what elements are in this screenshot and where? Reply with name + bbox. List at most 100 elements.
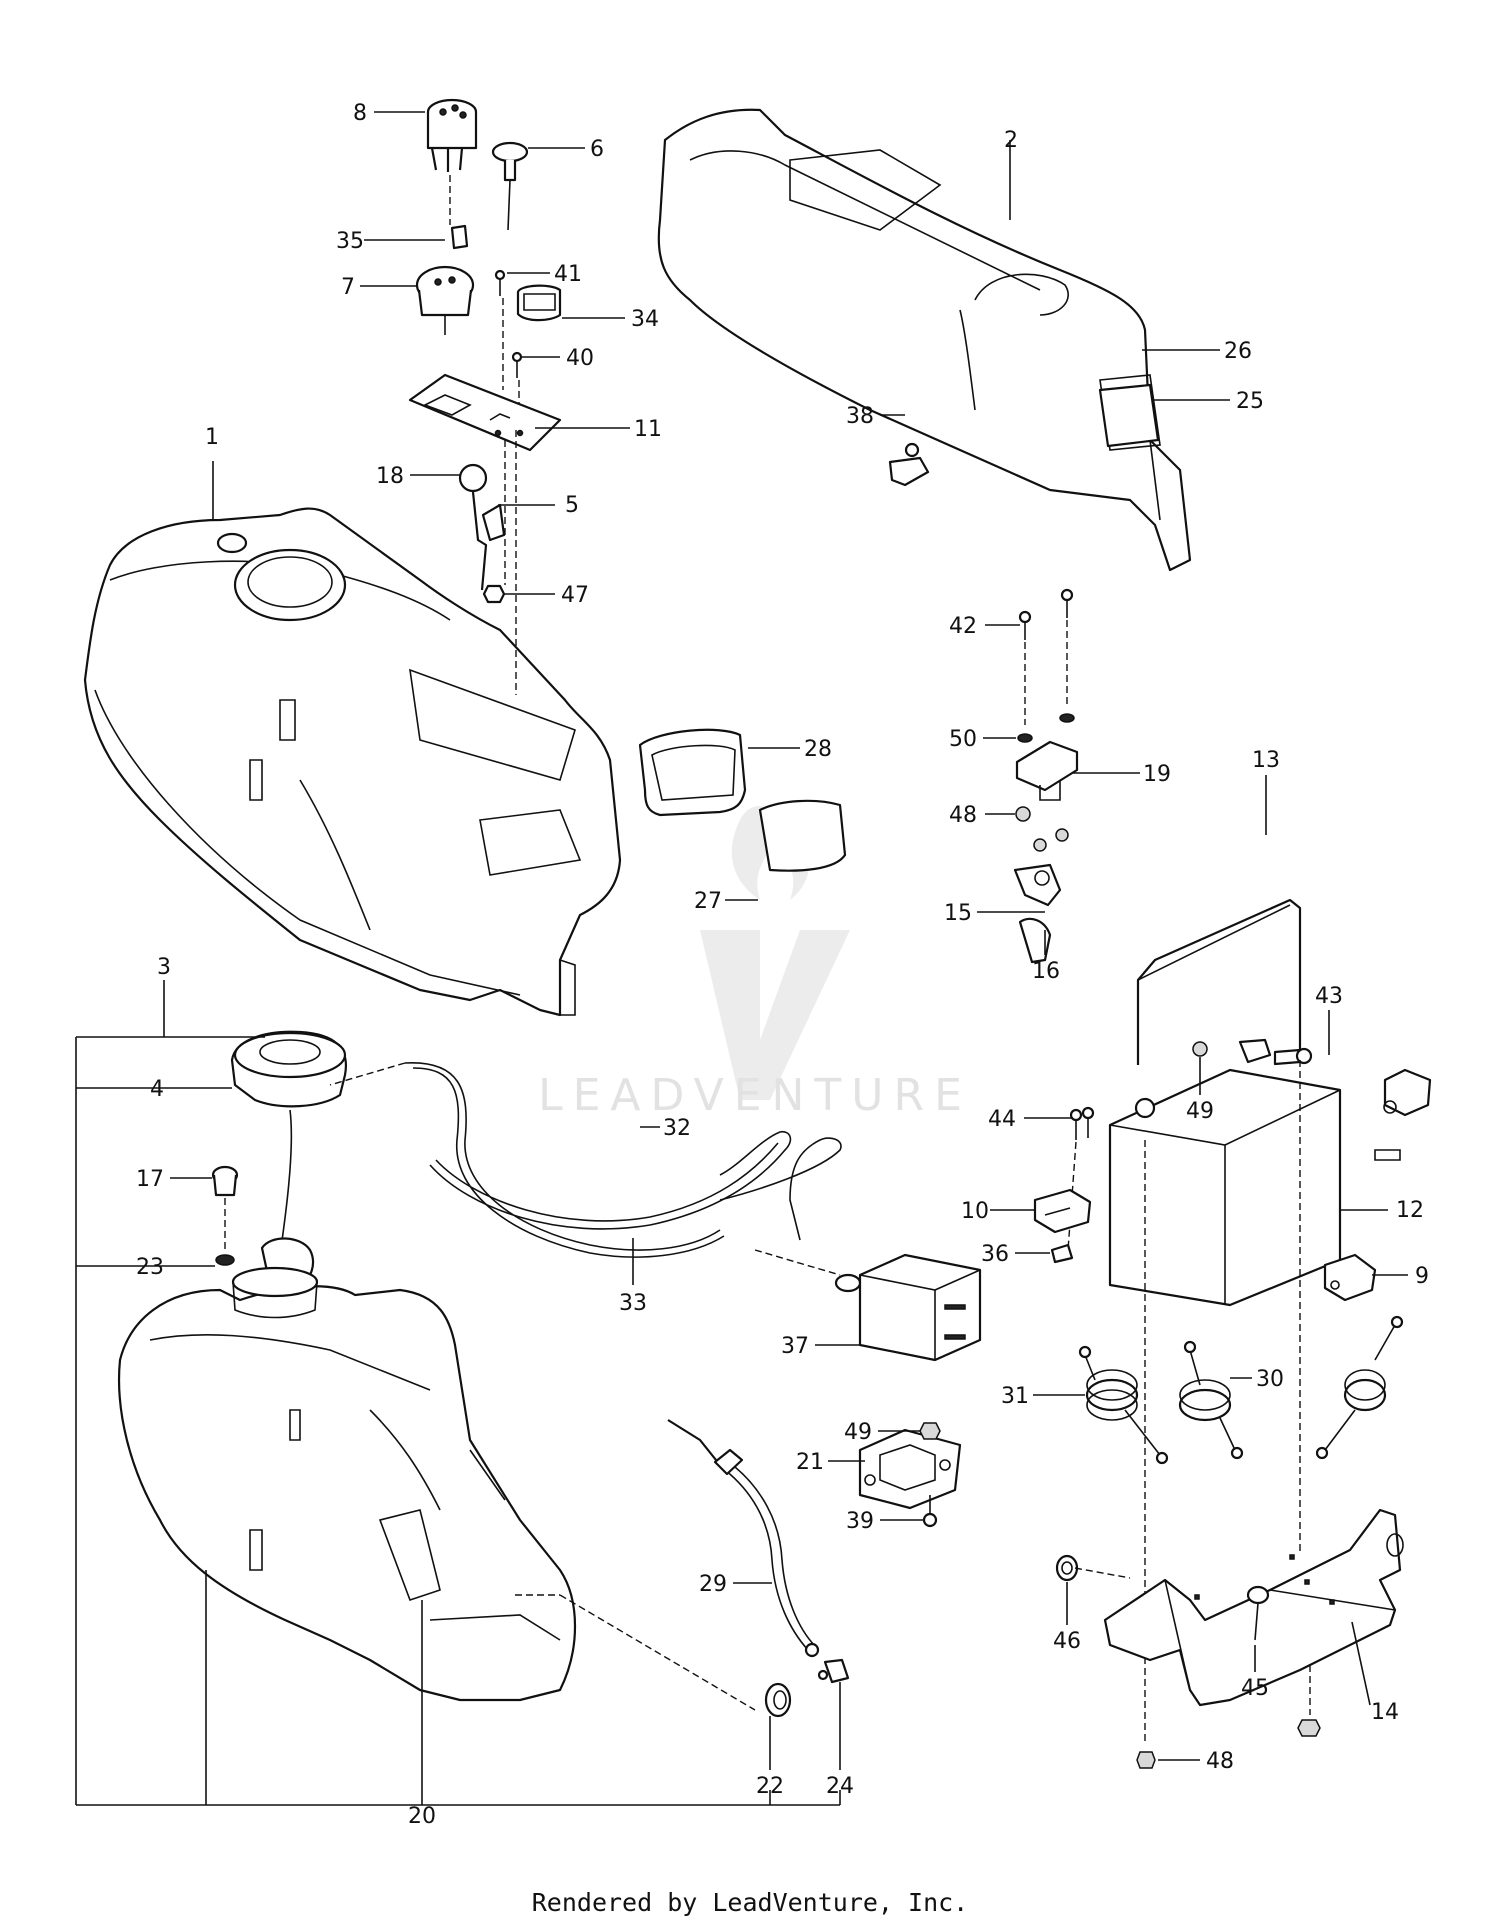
part-17-vent xyxy=(211,1165,239,1197)
label-50: 50 xyxy=(949,727,977,752)
label-45: 45 xyxy=(1241,1676,1269,1701)
label-35: 35 xyxy=(336,229,364,254)
dash-22 xyxy=(559,1594,756,1711)
part-18-ball xyxy=(458,463,488,493)
label-8: 8 xyxy=(353,101,367,126)
label-44: 44 xyxy=(988,1107,1016,1132)
part-50-washer xyxy=(1017,713,1075,743)
label-17: 17 xyxy=(136,1167,164,1192)
label-5: 5 xyxy=(565,493,579,518)
label-4: 4 xyxy=(150,1077,164,1102)
label-28: 28 xyxy=(804,737,832,762)
group-3-bracket xyxy=(75,980,841,1806)
leadventure-watermark: LEADVENTURE xyxy=(538,806,972,1121)
label-23: 23 xyxy=(136,1255,164,1280)
label-11: 11 xyxy=(634,417,662,442)
callout-labels: 1 2 3 4 5 6 7 8 9 10 11 12 13 14 15 16 1… xyxy=(136,101,1429,1829)
watermark-text: LEADVENTURE xyxy=(538,1070,972,1121)
label-6: 6 xyxy=(590,137,604,162)
label-19: 19 xyxy=(1143,762,1171,787)
label-9: 9 xyxy=(1415,1264,1429,1289)
label-21: 21 xyxy=(796,1450,824,1475)
part-46-grommet xyxy=(1055,1554,1079,1582)
label-29: 29 xyxy=(699,1572,727,1597)
leader-lines xyxy=(170,111,1408,1770)
part-33-hose xyxy=(404,1062,842,1258)
label-48-lower: 48 xyxy=(1206,1749,1234,1774)
label-10: 10 xyxy=(961,1199,989,1224)
part-34-switch xyxy=(516,284,562,322)
part-29-fuel-line xyxy=(667,1419,820,1658)
label-24: 24 xyxy=(826,1774,854,1799)
label-42: 42 xyxy=(949,614,977,639)
part-20-tank xyxy=(117,1266,577,1702)
label-49-lower: 49 xyxy=(844,1420,872,1445)
label-48-upper: 48 xyxy=(949,803,977,828)
label-7: 7 xyxy=(341,275,355,300)
part-49-nut xyxy=(1192,1041,1208,1057)
label-37: 37 xyxy=(781,1334,809,1359)
part-9-switch xyxy=(1323,1253,1377,1302)
part-27-lens xyxy=(758,799,847,872)
part-42-screw xyxy=(1018,588,1074,640)
part-11-plate xyxy=(408,373,562,452)
label-36: 36 xyxy=(981,1242,1009,1267)
part-40-screw xyxy=(511,351,523,378)
cap-tether xyxy=(279,1109,293,1256)
label-16: 16 xyxy=(1032,959,1060,984)
label-39: 39 xyxy=(846,1509,874,1534)
part-31-cable xyxy=(1078,1345,1169,1465)
label-12: 12 xyxy=(1396,1198,1424,1223)
label-27: 27 xyxy=(694,889,722,914)
part-28-bezel xyxy=(638,728,747,817)
label-20: 20 xyxy=(408,1804,436,1829)
part-1-console xyxy=(83,507,622,1017)
cable-third xyxy=(1315,1315,1404,1460)
part-48b-nut xyxy=(1136,1719,1321,1769)
label-33: 33 xyxy=(619,1291,647,1316)
label-32: 32 xyxy=(663,1116,691,1141)
part-6-knob xyxy=(491,141,529,231)
part-23-grommet xyxy=(215,1254,235,1266)
label-2: 2 xyxy=(1004,128,1018,153)
label-22: 22 xyxy=(756,1774,784,1799)
part-30-cable xyxy=(1178,1340,1244,1460)
label-49-upper: 49 xyxy=(1186,1099,1214,1124)
part-48-nut xyxy=(1015,806,1069,852)
part-36-clip xyxy=(1050,1243,1074,1264)
dash-37 xyxy=(754,1249,841,1276)
part-44-screws xyxy=(1069,1106,1095,1140)
part-38-bracket xyxy=(888,442,930,487)
label-25: 25 xyxy=(1236,389,1264,414)
part-13-rod xyxy=(1136,898,1302,1065)
part-8-switch xyxy=(426,98,478,172)
part-32-hose xyxy=(429,1130,792,1230)
part-7-ignition xyxy=(415,265,475,335)
connector-detail xyxy=(1374,1068,1432,1161)
label-47: 47 xyxy=(561,583,589,608)
label-13: 13 xyxy=(1252,748,1280,773)
part-19-switch xyxy=(1015,740,1079,801)
label-1: 1 xyxy=(205,425,219,450)
part-43-bolt xyxy=(1273,1047,1313,1066)
part-15-connector xyxy=(1013,863,1062,907)
label-18: 18 xyxy=(376,464,404,489)
part-49b-nut xyxy=(919,1422,941,1440)
part-47-nut xyxy=(482,584,506,604)
part-45-bumper xyxy=(1246,1585,1270,1641)
footer-credit: Rendered by LeadVenture, Inc. xyxy=(531,1888,969,1917)
label-31: 31 xyxy=(1001,1384,1029,1409)
label-41: 41 xyxy=(554,262,582,287)
label-46: 46 xyxy=(1053,1629,1081,1654)
part-12-battery xyxy=(1108,1038,1342,1307)
label-38: 38 xyxy=(846,404,874,429)
label-30: 30 xyxy=(1256,1367,1284,1392)
part-35-key xyxy=(450,224,469,250)
part-4-cap xyxy=(230,1030,347,1108)
part-25-26-lens xyxy=(1098,383,1160,448)
label-3: 3 xyxy=(157,955,171,980)
label-15: 15 xyxy=(944,901,972,926)
dash-46 xyxy=(1074,1567,1131,1579)
label-40: 40 xyxy=(566,346,594,371)
